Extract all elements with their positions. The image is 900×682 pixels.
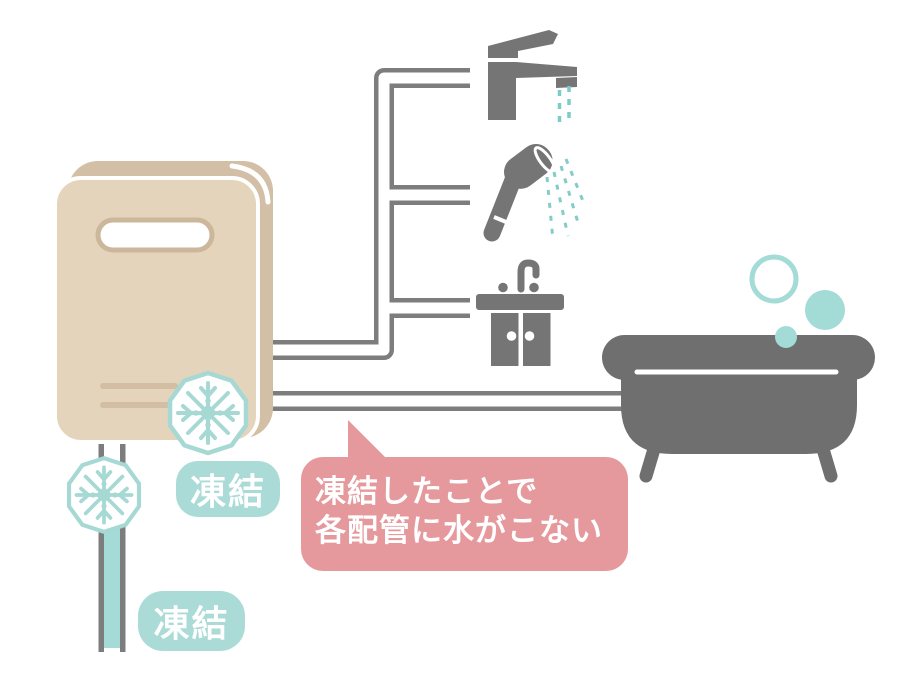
callout-bubble: 凍結したことで 各配管に水がこない [301,457,628,571]
callout-line-2: 各配管に水がこない [315,513,603,548]
sink-countertop [476,294,564,310]
faucet-body [488,62,516,120]
heater-vent-slot [95,217,215,253]
shower-face-line [533,146,557,174]
sink-handle-left [498,282,508,293]
sink-knob-right [524,331,535,341]
heater-highlight [229,163,271,205]
faucet-spout [516,62,577,78]
soap-bubble-outline [749,254,799,304]
faucet-water-drips [557,86,571,122]
shower-handle [483,171,522,242]
shower-handle-gap [493,215,512,226]
faucet-icon [488,30,577,122]
sink-handle-right [529,282,539,293]
sink-icon [476,259,564,366]
sink-knob-left [506,331,517,341]
shower-head [504,143,553,189]
shower-icon [483,143,587,242]
freeze-label-supply-pipe: 凍結 [138,591,245,651]
pipe-network-interior [250,72,660,407]
faucet-spout-tip [556,77,577,88]
bathtub-rim [602,335,875,380]
bathtub-icon [602,254,875,483]
faucet-handle [488,30,558,58]
snowflake-badge-supply-pipe [69,458,139,532]
bathtub-leg-right [816,442,838,483]
bathtub-leg-left [639,442,661,483]
bathtub-body [621,360,857,454]
sink-faucet-curve [517,259,540,293]
snowflake-badge-heater-outlet [170,373,246,453]
freeze-label-heater-outlet: 凍結 [176,461,280,517]
soap-bubble-large [805,290,845,330]
callout-line-1: 凍結したことで [315,474,539,509]
soap-bubble-small [775,326,797,348]
shower-spray [545,158,587,241]
callout-tail [348,420,385,457]
